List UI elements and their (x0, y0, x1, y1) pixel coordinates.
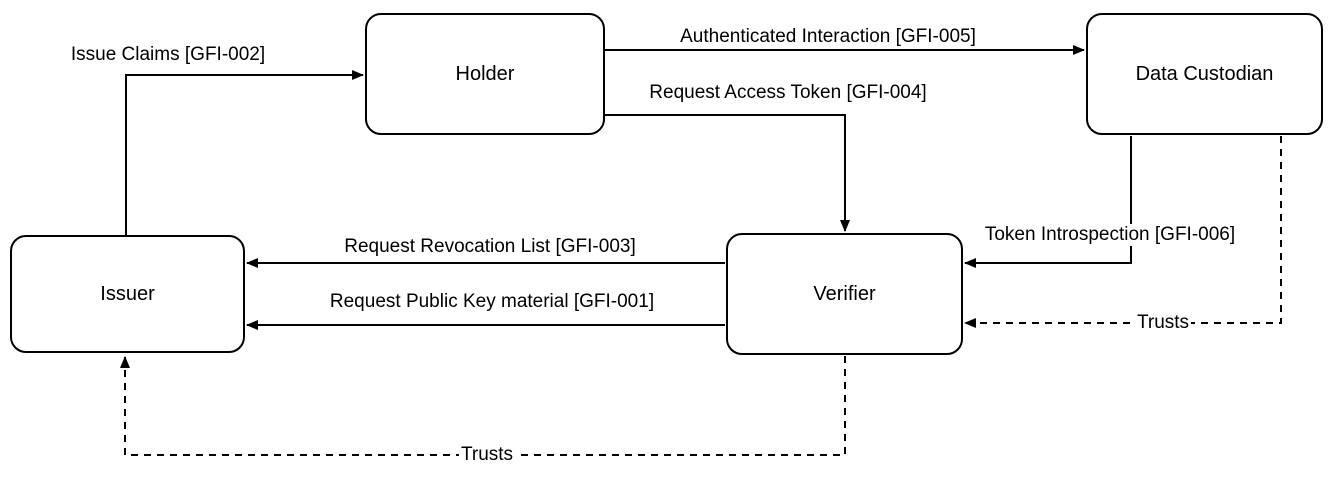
edge-issue-claims (125, 70, 364, 235)
node-holder: Holder (365, 13, 605, 135)
edge-label-request-access-token: Request Access Token [GFI-004] (647, 82, 929, 104)
edge-label-token-introspection: Token Introspection [GFI-006] (982, 224, 1238, 246)
edge-trusts-verifier-issuer (120, 356, 846, 456)
edge-label-request-public-key: Request Public Key material [GFI-001] (327, 291, 657, 313)
edge-token-introspection (964, 136, 1132, 268)
edge-label-issue-claims: Issue Claims [GFI-002] (68, 44, 268, 66)
node-verifier-label: Verifier (813, 282, 876, 305)
node-holder-label: Holder (455, 62, 515, 85)
edge-label-trusts-verifier-issuer: Trusts (458, 444, 516, 466)
edge-trusts-custodian-verifier (964, 136, 1282, 328)
edge-label-authenticated-interaction: Authenticated Interaction [GFI-005] (678, 26, 978, 48)
edge-request-access-token (605, 114, 850, 232)
edge-label-request-revocation-list: Request Revocation List [GFI-003] (342, 236, 638, 258)
node-verifier: Verifier (726, 233, 963, 355)
edge-label-trusts-custodian-verifier: Trusts (1134, 312, 1192, 334)
node-issuer-label: Issuer (100, 282, 155, 305)
node-issuer: Issuer (10, 235, 245, 353)
node-data-custodian: Data Custodian (1086, 13, 1323, 135)
node-data-custodian-label: Data Custodian (1135, 62, 1274, 85)
